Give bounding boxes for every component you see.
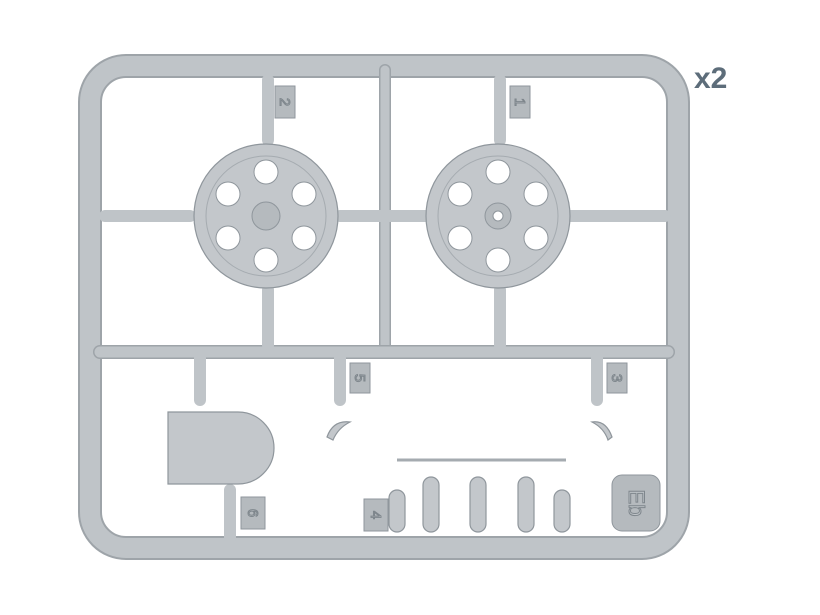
housing-part-6	[167, 411, 275, 485]
hook-part-3	[590, 421, 613, 441]
part-number-tag-3: 3	[606, 362, 628, 394]
bottles-part-4	[388, 458, 571, 533]
part-number-tag-5: 5	[349, 362, 371, 394]
svg-text:2: 2	[276, 98, 293, 106]
part-number-tag-4: 4	[363, 498, 389, 532]
part-number-tag-1: 1	[509, 85, 531, 119]
svg-text:5: 5	[351, 374, 368, 382]
wheel-part-1	[425, 143, 571, 289]
svg-text:Eb: Eb	[624, 490, 649, 517]
part-number-tag-6: 6	[240, 496, 266, 530]
svg-text:6: 6	[244, 509, 261, 517]
sprue-letter-tag: Eb	[611, 474, 661, 532]
part-number-tag-2: 2	[274, 85, 296, 119]
quantity-label: x2	[694, 62, 728, 95]
svg-text:3: 3	[608, 374, 625, 382]
svg-text:1: 1	[511, 98, 528, 106]
sprue-frame	[78, 54, 690, 560]
svg-text:4: 4	[367, 511, 384, 519]
wheel-part-2	[193, 143, 339, 289]
hook-part-5	[326, 421, 353, 441]
